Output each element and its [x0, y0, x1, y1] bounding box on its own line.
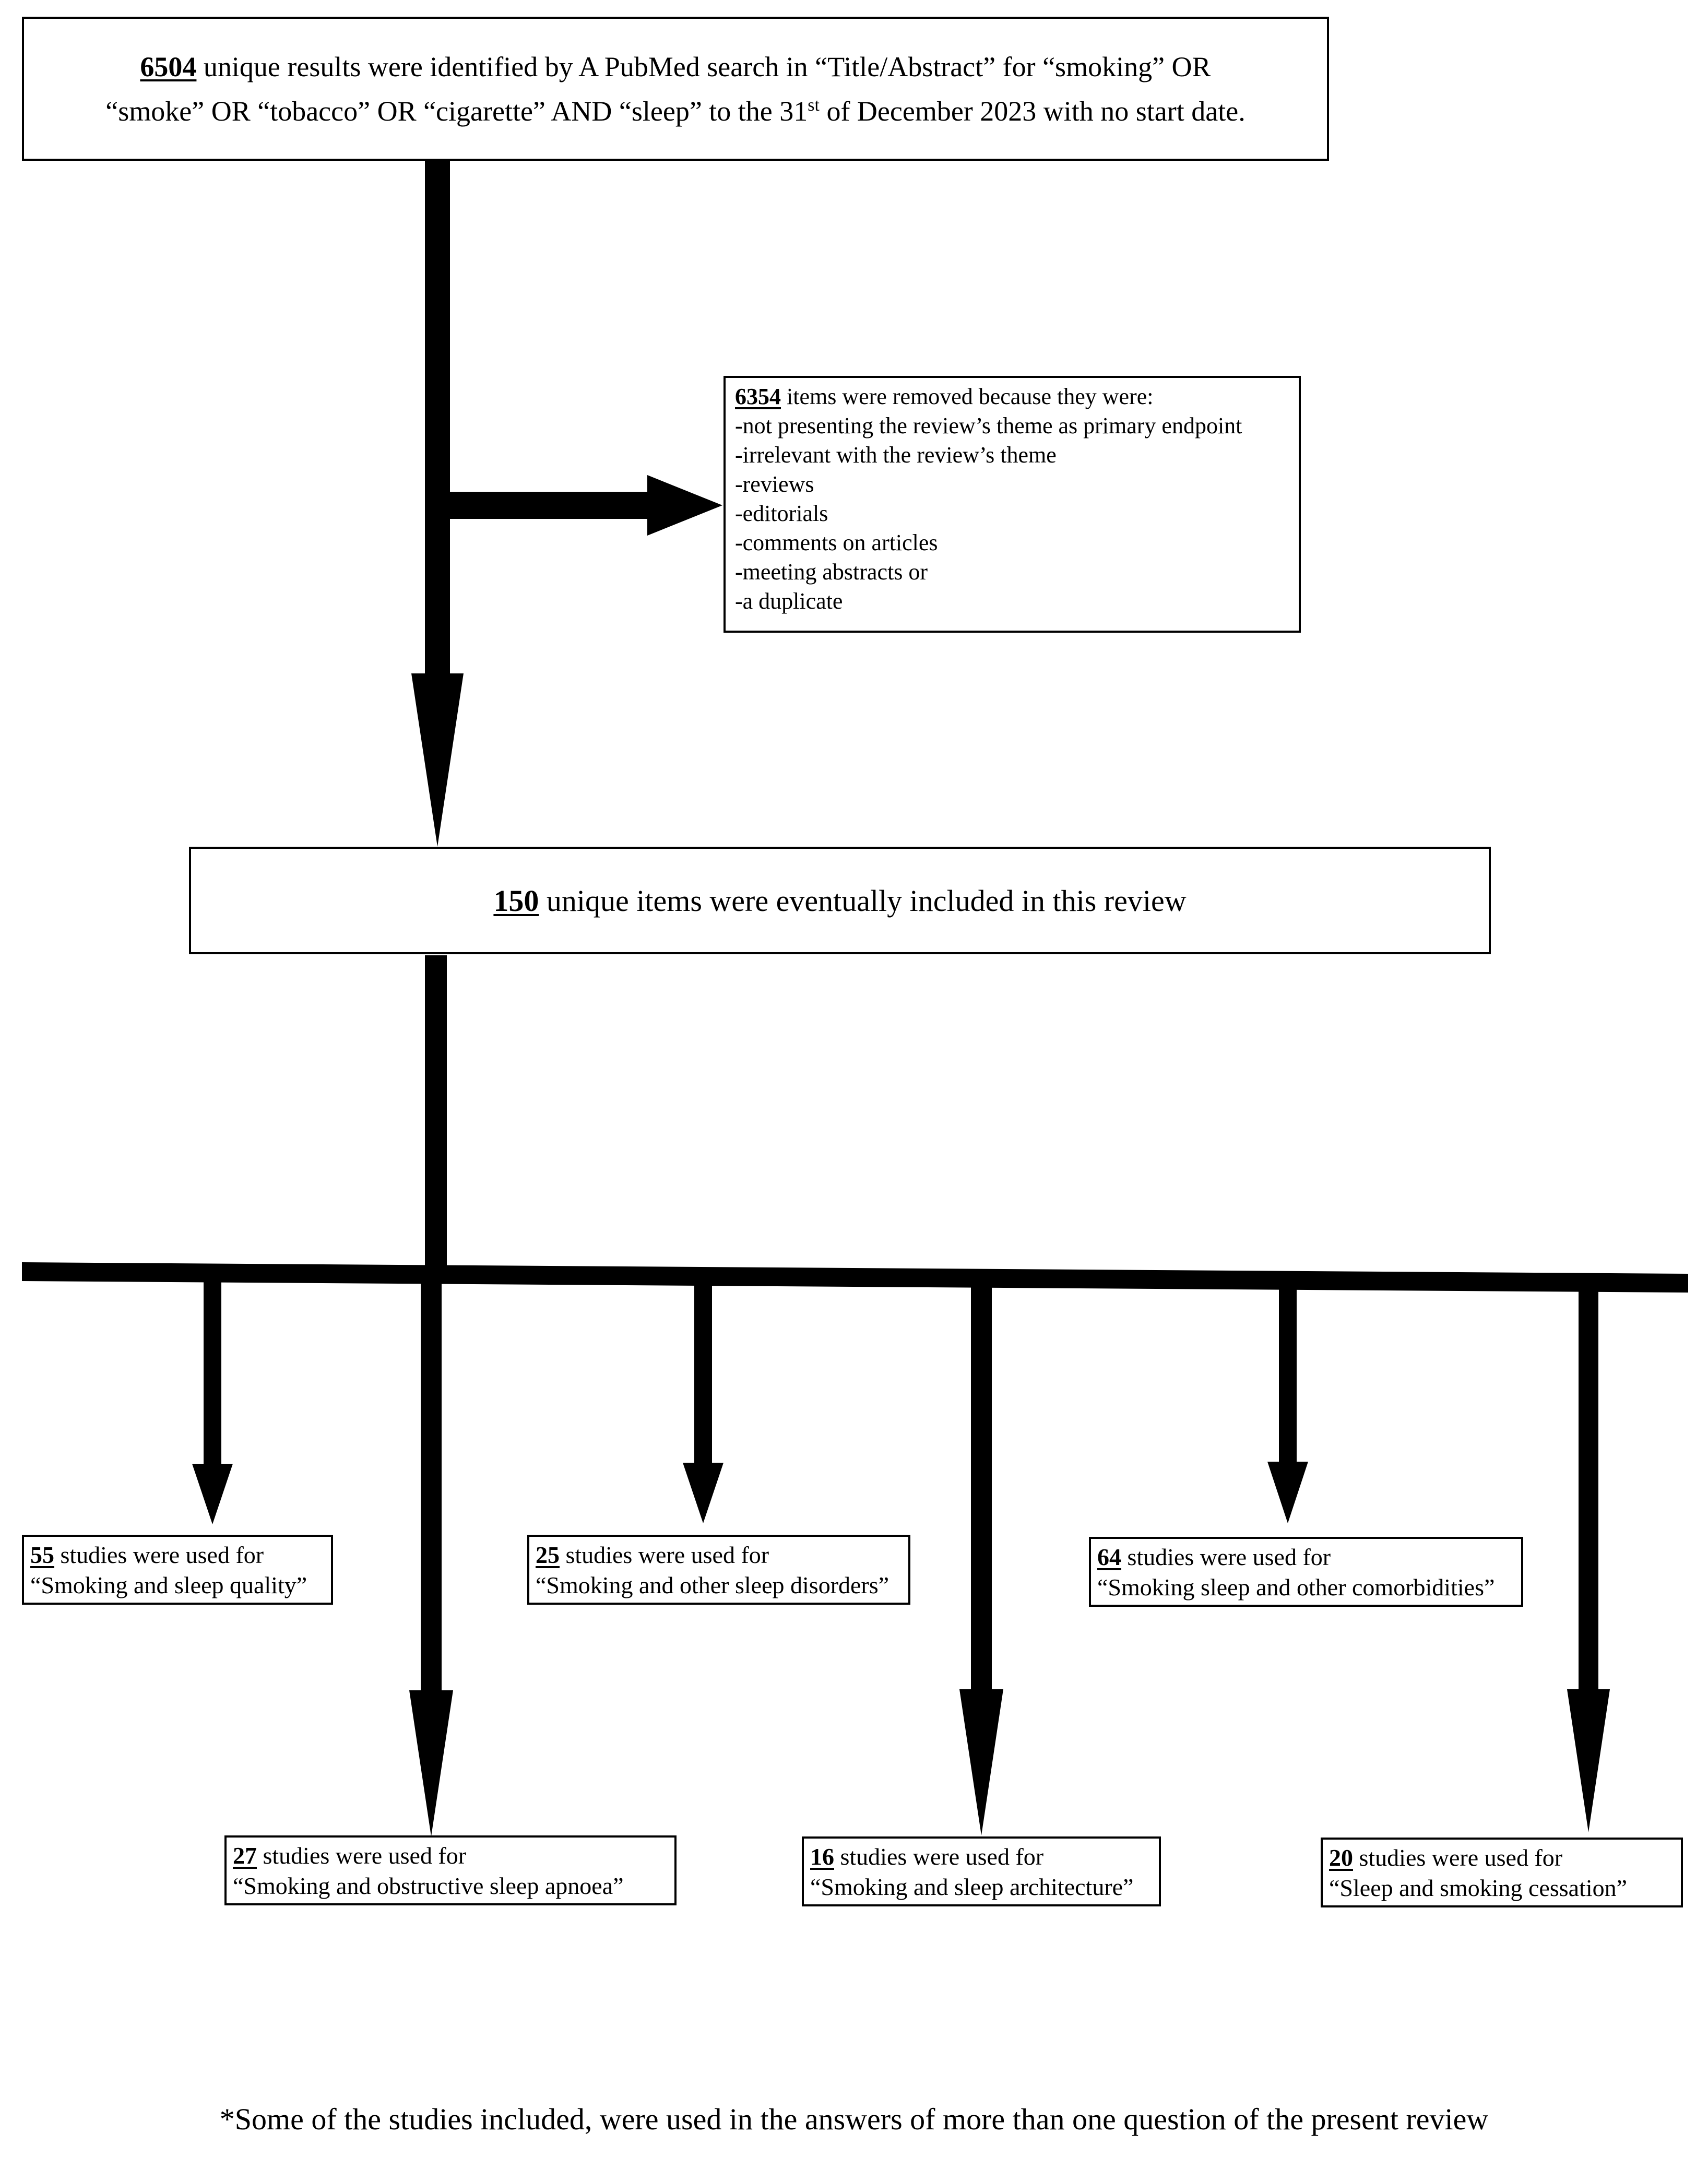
- branch-arrowhead-cessation: [1567, 1689, 1610, 1832]
- distribution-bar: [22, 1262, 1688, 1293]
- category-count: 25: [536, 1542, 560, 1568]
- branch-arrowhead-comorbidities: [1267, 1462, 1308, 1523]
- included-items-box: 150 unique items were eventually include…: [189, 847, 1491, 954]
- search-line-1-text: unique results were identified by A PubM…: [196, 51, 1211, 82]
- excluded-heading: 6354 items were removed because they wer…: [735, 382, 1299, 411]
- exclusion-reason: -not presenting the review’s theme as pr…: [735, 413, 1242, 438]
- search-line-2: “smoke” OR “tobacco” OR “cigarette” AND …: [105, 86, 1245, 131]
- excluded-heading-text: items were removed because they were:: [781, 384, 1154, 409]
- search-count: 6504: [140, 51, 197, 82]
- category-box-comorbidities: 64 studies were used for “Smoking sleep …: [1089, 1537, 1523, 1607]
- exclusion-reason: -editorials: [735, 501, 828, 526]
- category-box-cessation: 20 studies were used for “Sleep and smok…: [1321, 1838, 1683, 1907]
- search-date-superscript: st: [808, 95, 820, 115]
- category-label: studies were used for: [1353, 1844, 1563, 1871]
- category-topic: “Smoking sleep and other comorbidities”: [1097, 1574, 1495, 1601]
- category-topic: “Smoking and sleep quality”: [30, 1572, 307, 1598]
- category-label: studies were used for: [1121, 1544, 1331, 1570]
- category-topic: “Smoking and obstructive sleep apnoea”: [233, 1872, 624, 1899]
- exclusion-reasons-list: -not presenting the review’s theme as pr…: [735, 411, 1299, 616]
- excluded-count: 6354: [735, 384, 781, 409]
- branch-shaft-comorbidities: [1279, 1280, 1297, 1463]
- exclusion-branch-shaft: [450, 492, 648, 519]
- category-label: studies were used for: [257, 1842, 467, 1869]
- search-line-2-end: of December 2023 with no start date.: [819, 95, 1246, 127]
- trunk-shaft-top: [425, 157, 450, 673]
- trunk-arrowhead-top: [411, 673, 464, 847]
- search-results-box: 6504 unique results were identified by A…: [22, 17, 1329, 161]
- branch-shaft-cessation: [1579, 1283, 1598, 1690]
- category-box-other-disorders: 25 studies were used for “Smoking and ot…: [527, 1535, 910, 1605]
- excluded-items-box: 6354 items were removed because they wer…: [723, 376, 1301, 633]
- included-count: 150: [493, 883, 539, 918]
- branch-arrowhead-osa: [409, 1690, 453, 1836]
- branch-shaft-other-disorders: [694, 1276, 712, 1464]
- category-count: 55: [30, 1542, 54, 1568]
- category-topic: “Smoking and sleep architecture”: [810, 1874, 1134, 1900]
- category-heading: 25 studies were used for: [536, 1540, 908, 1570]
- category-heading: 27 studies were used for: [233, 1841, 674, 1871]
- included-text: 150 unique items were eventually include…: [493, 883, 1186, 918]
- search-line-2-text: “smoke” OR “tobacco” OR “cigarette” AND …: [105, 95, 808, 127]
- branch-shaft-sleep-quality: [204, 1274, 221, 1465]
- exclusion-reason: -meeting abstracts or: [735, 559, 928, 585]
- branch-shaft-architecture: [971, 1278, 992, 1690]
- branch-shaft-osa: [421, 1274, 442, 1691]
- exclusion-reason: -irrelevant with the review’s theme: [735, 442, 1057, 468]
- category-count: 64: [1097, 1544, 1121, 1570]
- category-count: 27: [233, 1842, 257, 1869]
- exclusion-reason: -reviews: [735, 471, 814, 497]
- category-label: studies were used for: [54, 1542, 264, 1568]
- category-count: 20: [1329, 1844, 1353, 1871]
- branch-arrowhead-architecture: [959, 1689, 1003, 1835]
- search-line-1: 6504 unique results were identified by A…: [140, 48, 1211, 86]
- exclusion-arrowhead: [647, 475, 722, 536]
- category-box-osa: 27 studies were used for “Smoking and ob…: [224, 1835, 677, 1905]
- branch-arrowhead-sleep-quality: [192, 1464, 233, 1524]
- category-label: studies were used for: [560, 1542, 769, 1568]
- category-count: 16: [810, 1843, 834, 1870]
- category-heading: 64 studies were used for: [1097, 1542, 1521, 1572]
- category-heading: 16 studies were used for: [810, 1842, 1159, 1872]
- category-label: studies were used for: [834, 1843, 1044, 1870]
- footnote: *Some of the studies included, were used…: [219, 2102, 1489, 2136]
- included-text-rest: unique items were eventually included in…: [539, 883, 1187, 918]
- category-topic: “Smoking and other sleep disorders”: [536, 1572, 889, 1598]
- exclusion-reason: -a duplicate: [735, 588, 843, 614]
- trunk-shaft-bottom: [425, 955, 447, 1269]
- category-box-architecture: 16 studies were used for “Smoking and sl…: [802, 1836, 1161, 1906]
- category-heading: 55 studies were used for: [30, 1540, 331, 1570]
- branch-arrowhead-other-disorders: [683, 1463, 723, 1523]
- category-topic: “Sleep and smoking cessation”: [1329, 1875, 1628, 1901]
- category-heading: 20 studies were used for: [1329, 1843, 1681, 1873]
- exclusion-reason: -comments on articles: [735, 530, 938, 555]
- category-box-sleep-quality: 55 studies were used for “Smoking and sl…: [22, 1535, 333, 1605]
